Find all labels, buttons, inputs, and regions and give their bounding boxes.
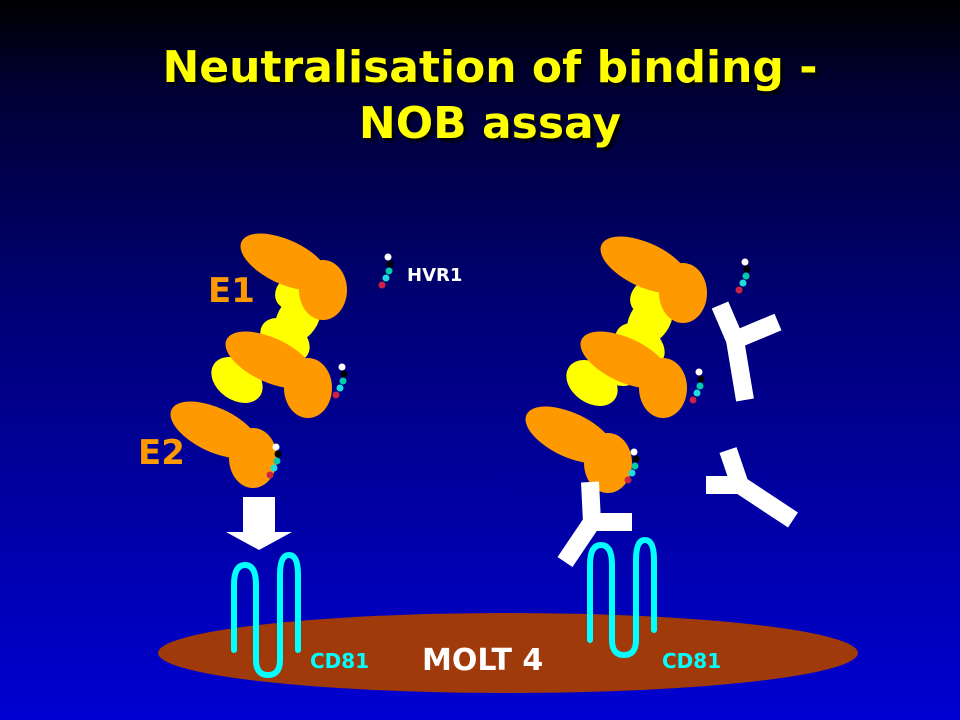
- binding-arrow-icon: [226, 497, 292, 550]
- label-cd81-left: CD81: [310, 649, 369, 673]
- label-e1: E1: [208, 271, 255, 311]
- title-line-1: Neutralisation of binding -: [162, 42, 818, 93]
- left-e1e2-complex: [162, 221, 394, 488]
- antibody-lower-icon: [557, 481, 632, 568]
- slide-title: Neutralisation of binding - NOB assay: [80, 40, 900, 152]
- label-cd81-right: CD81: [662, 649, 721, 673]
- antibody-middle-icon: [706, 447, 798, 528]
- cd81-receptor-right: [587, 536, 657, 659]
- cd81-receptor-left: [231, 551, 301, 679]
- title-line-2: NOB assay: [358, 98, 622, 149]
- label-molt4: MOLT 4: [422, 643, 543, 678]
- label-hvr1: HVR1: [407, 265, 462, 286]
- antibody-upper-icon: [711, 301, 782, 402]
- right-e1e2-complex: [517, 224, 751, 493]
- label-e2: E2: [138, 433, 185, 473]
- molt4-cell: [158, 613, 858, 693]
